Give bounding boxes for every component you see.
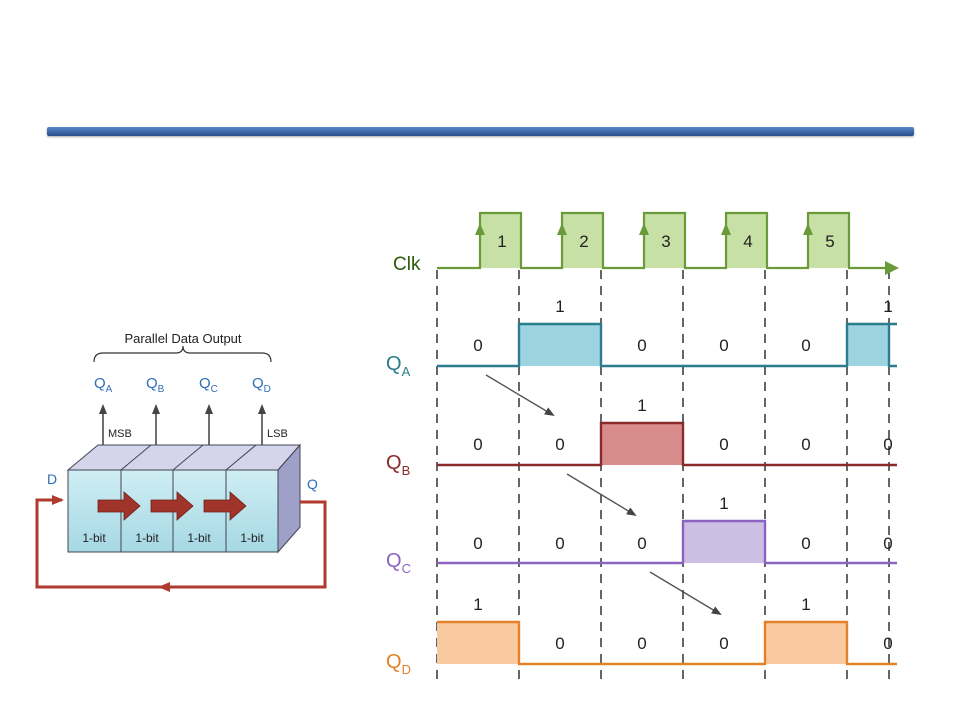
signal-qd-waveform: QD 1 0 0 0 1 0 [386,595,897,677]
rising-edge-arrowhead [721,223,731,235]
clock-arrowhead [885,261,899,275]
rising-edge-arrowhead [557,223,567,235]
logic-value-label: 0 [801,534,810,553]
logic-value-label: 0 [883,534,892,553]
signal-qa-waveform: QA 0 1 0 0 0 1 [386,297,897,379]
title-divider [47,127,914,136]
output-label-qc: QC [199,375,218,395]
logic-value-label: 0 [883,634,892,653]
rising-edge-arrowhead [475,223,485,235]
signal-qa-label: QA [386,353,411,379]
logic-value-label: 0 [719,336,728,355]
logic-value-label: 1 [555,297,564,316]
cell-label: 1-bit [187,531,211,545]
shift-register-diagram: Parallel Data Output QA QB QC QD MSB LSB [35,331,327,592]
high-level-fill [519,324,601,366]
logic-value-label: 0 [555,534,564,553]
signal-qc-label: QC [386,550,411,576]
logic-value-label: 0 [473,534,482,553]
logic-value-label: 1 [719,494,728,513]
signal-line [437,322,897,368]
logic-value-label: 0 [637,336,646,355]
signal-qb-waveform: QB 0 0 1 0 0 0 [386,396,897,478]
output-label-qd: QD [252,375,271,395]
logic-value-label: 1 [883,297,892,316]
shift-arrows [97,491,247,521]
signal-line [437,421,897,467]
logic-value-label: 0 [473,336,482,355]
feedback-path [158,500,327,592]
signal-line [437,519,897,565]
logic-value-label: 1 [637,396,646,415]
logic-value-label: 0 [473,435,482,454]
register-top-face [66,444,302,471]
logic-value-label: 1 [801,595,810,614]
high-level-fill [437,622,519,664]
rising-edge-arrowhead [639,223,649,235]
output-brace [93,345,272,363]
rising-edge-arrowhead [803,223,813,235]
high-level-fill [601,423,683,465]
logic-value-label: 0 [719,634,728,653]
input-label-d: D [47,471,57,487]
clock-pulse-number: 1 [497,232,506,251]
clock-pulse-number: 4 [743,232,752,251]
clock-pulse [726,213,767,268]
msb-label: MSB [108,428,132,440]
signal-qc-waveform: QC 0 0 0 1 0 0 [386,494,897,576]
high-level-fill [683,521,765,563]
high-level-fill [765,622,847,664]
output-label-q: Q [307,476,318,492]
shift-transfer-arrows [485,374,722,616]
cell-label: 1-bit [240,531,264,545]
logic-value-label: 0 [637,534,646,553]
logic-value-label: 0 [883,435,892,454]
output-label-qb: QB [146,375,165,395]
logic-value-label: 0 [719,435,728,454]
logic-value-label: 1 [473,595,482,614]
logic-value-label: 0 [801,435,810,454]
clock-label: Clk [393,254,421,275]
logic-value-label: 0 [555,435,564,454]
lsb-label: LSB [267,428,288,440]
signal-qb-label: QB [386,452,410,478]
cell-label: 1-bit [135,531,159,545]
clock-pulse [480,213,521,268]
clock-pulse-number: 2 [579,232,588,251]
clock-pulse [562,213,603,268]
parallel-output-heading: Parallel Data Output [124,331,241,346]
clock-pulse-number: 5 [825,232,834,251]
output-label-qa: QA [94,375,113,395]
clock-waveform: 1 2 3 4 5 [437,211,899,275]
signal-qd-label: QD [386,651,411,677]
cell-label: 1-bit [82,531,106,545]
clock-pulse-number: 3 [661,232,670,251]
high-level-fill [847,324,889,366]
signal-line [437,620,897,666]
feedback-path-input [35,495,165,589]
logic-value-label: 0 [637,634,646,653]
logic-value-label: 0 [801,336,810,355]
logic-value-label: 0 [555,634,564,653]
clock-pulse [644,213,685,268]
clock-pulse [808,213,849,268]
